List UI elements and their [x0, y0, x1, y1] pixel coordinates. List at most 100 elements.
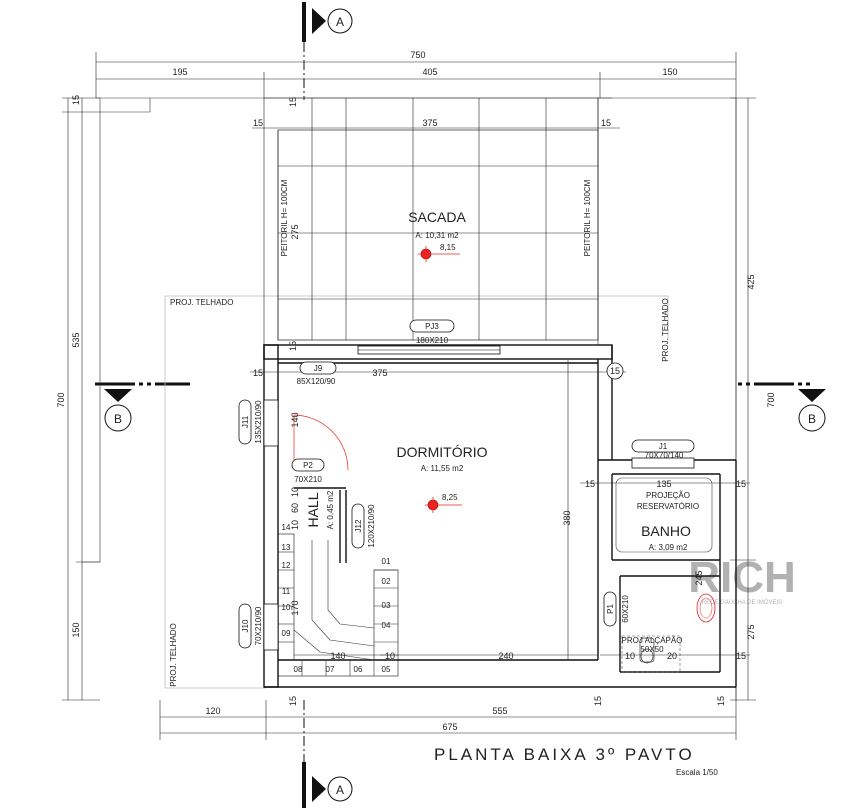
alcapao-size: 50X50 — [640, 645, 664, 654]
bottom-dimensions: 120 555 675 15 15 15 — [159, 696, 737, 740]
stair-step-01: 01 — [382, 557, 391, 566]
hall-area: A: 0,45 m2 — [326, 490, 335, 529]
dim-sacada-depth: 275 — [290, 224, 300, 239]
dim-stair-170: 170 — [290, 600, 300, 615]
dim-right-wall-15: 15 — [610, 366, 620, 376]
sacada-grid — [263, 97, 612, 345]
section-b-left-label: B — [114, 412, 122, 426]
staircase: 14 13 12 11 10 09 08 07 06 05 04 03 02 0… — [277, 523, 399, 677]
dim-bottom-15b: 15 — [593, 696, 603, 706]
stair-step-03: 03 — [382, 601, 391, 610]
dim-wall-15-top: 15 — [288, 97, 298, 107]
dim-hall-60: 60 — [290, 503, 300, 513]
j10-size: 70X210/90 — [254, 606, 263, 645]
sacada-area: A: 10,31 m2 — [415, 231, 459, 240]
peitoril-right-label: PEITORIL H= 100CM — [583, 179, 592, 256]
dim-stair-10: 10 — [385, 651, 395, 661]
window-j9: J9 85X120/90 — [297, 361, 337, 386]
window-j11: J11 135X210/90 — [238, 399, 279, 447]
peitoril-left-label: PEITORIL H= 100CM — [280, 179, 289, 256]
j1-tag: J1 — [659, 442, 668, 451]
dim-left-lower: 150 — [71, 622, 81, 637]
level-marker-icon — [425, 497, 462, 513]
dim-sacada-inner: 375 — [422, 118, 437, 128]
dim-left-upper: 535 — [71, 332, 81, 347]
dim-hall-10: 10 — [290, 487, 300, 497]
j11-tag: J11 — [241, 415, 250, 428]
dim-left-total: 700 — [56, 392, 66, 407]
stair-step-11: 11 — [282, 587, 291, 596]
stair-step-14: 14 — [282, 523, 291, 532]
toilet-icon — [639, 637, 655, 664]
window-pj3: PJ3 180X210 — [357, 319, 501, 355]
dim-top-right: 150 — [662, 67, 677, 77]
banho-area: A: 3,09 m2 — [649, 543, 688, 552]
stair-step-07: 07 — [326, 665, 335, 674]
dim-banho-width: 135 — [656, 479, 671, 489]
j12-tag: J12 — [354, 519, 363, 532]
stair-step-04: 04 — [382, 621, 391, 630]
j11-size: 135X210/90 — [254, 400, 263, 444]
dim-top-left: 195 — [172, 67, 187, 77]
stair-step-09: 09 — [282, 629, 291, 638]
dormitorio-level: 8,25 — [442, 493, 458, 502]
left-dimensions: 700 535 150 15 — [56, 95, 100, 701]
section-mark-b-right: B — [738, 382, 836, 432]
dormitorio-name: DORMITÓRIO — [397, 444, 488, 460]
hall-name: HALL — [305, 492, 321, 527]
dim-stair-140: 140 — [330, 651, 345, 661]
section-mark-a-top: A — [302, 2, 353, 42]
dim-dorm-bottom: 240 — [498, 651, 513, 661]
dim-bottom-675: 675 — [442, 722, 457, 732]
dim-hall-10b: 10 — [290, 520, 300, 530]
dim-sacada-left-wall: 15 — [253, 118, 263, 128]
section-a-bottom-label: A — [336, 783, 344, 797]
stair-step-12: 12 — [282, 561, 291, 570]
dim-right-upper: 425 — [746, 274, 756, 289]
sacada-level: 8,15 — [440, 243, 456, 252]
dim-dorm-depth: 380 — [562, 510, 572, 525]
dim-bottom-15a: 15 — [288, 696, 298, 706]
window-j10: J10 70X210/90 — [238, 603, 279, 651]
stair-step-10: 10 — [282, 603, 291, 612]
dim-right-total: 700 — [766, 392, 776, 407]
room-sacada: SACADA A: 10,31 m2 8,15 — [408, 209, 466, 262]
dim-bottom-120: 120 — [205, 706, 220, 716]
pj3-size: 180X210 — [416, 336, 449, 345]
p2-tag: P2 — [303, 461, 313, 470]
door-p2: P2 70X210 — [291, 414, 349, 484]
dim-left-top-wall: 15 — [71, 95, 81, 105]
watermark-logo: RICH REDE GAÚCHA DE IMÓVEIS — [688, 553, 796, 606]
reservatorio-label: RESERVATÓRIO — [637, 502, 699, 511]
dim-bottom-555: 555 — [492, 706, 507, 716]
banho-name: BANHO — [641, 523, 691, 539]
plan-scale: Escala 1/50 — [676, 768, 718, 777]
level-marker-icon — [418, 246, 460, 262]
dim-banho-b20: 20 — [667, 651, 677, 661]
dim-hall-140: 140 — [290, 412, 300, 427]
proj-telhado-top-label: PROJ. TELHADO — [170, 298, 233, 307]
sacada-dimensions: 15 375 15 15 275 PEITORIL H= 100CM PEITO… — [252, 97, 620, 256]
j10-tag: J10 — [241, 619, 250, 632]
dim-wall-15-left-mid: 15 — [253, 368, 263, 378]
room-hall: 140 10 60 10 HALL A: 0,45 m2 J12 120X210… — [290, 412, 376, 549]
watermark-text: RICH — [688, 553, 796, 602]
dim-bottom-15c: 15 — [716, 696, 726, 706]
sacada-name: SACADA — [408, 209, 466, 225]
dim-wall-15-dorm: 15 — [288, 341, 298, 351]
j9-tag: J9 — [314, 364, 323, 373]
p1-tag: P1 — [606, 604, 615, 614]
right-dimensions: 700 425 275 — [730, 97, 776, 701]
section-a-top-label: A — [336, 15, 344, 29]
dim-sacada-right-wall: 15 — [601, 118, 611, 128]
p2-size: 70X210 — [294, 475, 322, 484]
pj3-tag: PJ3 — [425, 322, 439, 331]
stair-step-08: 08 — [294, 665, 303, 674]
top-dimensions: 750 195 405 150 — [95, 50, 737, 98]
dim-right-lower: 275 — [746, 624, 756, 639]
dormitorio-dimensions: 15 375 15 15 380 240 — [250, 341, 626, 661]
dim-banho-b10: 10 — [625, 651, 635, 661]
sink-icon — [696, 593, 716, 623]
proj-telhado-right-label: PROJ. TELHADO — [661, 298, 670, 361]
